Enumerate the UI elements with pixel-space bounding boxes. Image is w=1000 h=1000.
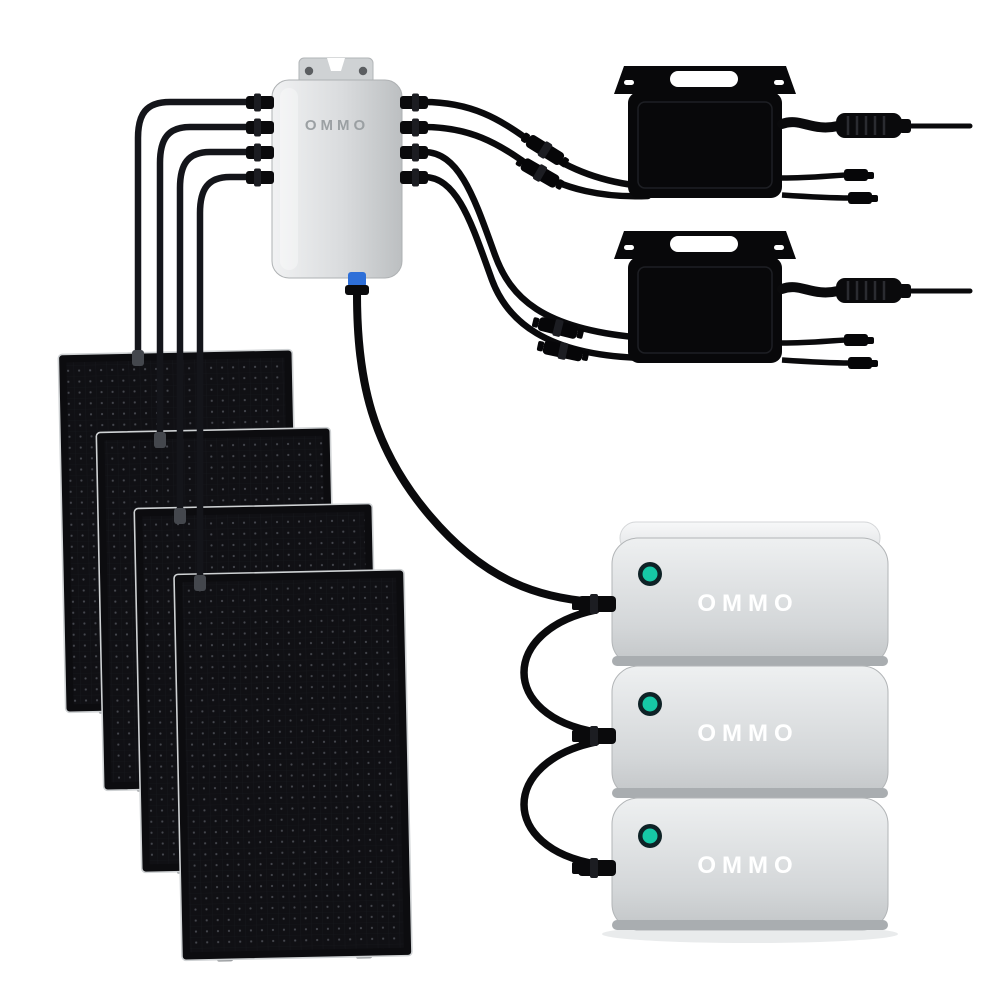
ac-cable	[777, 282, 843, 298]
branch-cable-2	[781, 357, 851, 366]
panel-cable-connectors	[132, 350, 206, 591]
battery-2-connector	[572, 726, 616, 746]
branch-cable-1	[781, 337, 847, 346]
inverter-body	[628, 257, 782, 363]
hub-battery-port-nut	[345, 285, 369, 295]
battery-1: OMMO	[611, 521, 889, 667]
barrel-tip	[899, 284, 911, 298]
handle-hole	[670, 236, 738, 252]
hub-output-connectors	[400, 93, 428, 187]
hub-battery-port-blue	[348, 272, 366, 287]
microinverter-1	[614, 66, 973, 204]
solar-panel-4	[173, 568, 413, 962]
panel-cable-2	[156, 123, 256, 446]
screw-left	[304, 66, 314, 76]
microinverter-2	[614, 231, 973, 369]
bracket-slot-right	[774, 80, 784, 85]
battery-bottom-rim	[612, 920, 888, 930]
power-button	[642, 566, 658, 582]
barrel-tip	[899, 119, 911, 133]
battery-3-connector	[572, 858, 616, 878]
hub-output-3	[400, 143, 428, 162]
battery-link-cables	[520, 606, 600, 868]
battery-input-connectors	[572, 594, 616, 878]
hub-output-2	[400, 118, 428, 137]
battery-bottom-rim	[612, 656, 888, 666]
bracket-notch	[327, 58, 345, 71]
panel-cable-3	[176, 148, 256, 522]
hub-label: OMMO	[305, 117, 369, 134]
ac-connector-barrel	[836, 278, 902, 303]
branch-cable-1	[781, 172, 847, 181]
battery-3: OMMO	[611, 797, 889, 931]
hub-output-1	[400, 93, 428, 112]
panel-cable-1	[134, 98, 256, 362]
barrel-ridges	[846, 116, 886, 135]
hub-input-connectors	[246, 93, 274, 187]
panel-cells	[182, 577, 404, 953]
battery-3-label: OMMO	[697, 852, 798, 879]
link-cable-1	[520, 606, 600, 736]
battery-2: OMMO	[611, 665, 889, 799]
branch-connectors	[844, 334, 878, 369]
hub-input-2	[246, 118, 274, 137]
hub-input-4	[246, 168, 274, 187]
bracket-slot-left	[624, 80, 634, 85]
barrel-ridges	[846, 281, 886, 300]
body-detail	[637, 266, 773, 354]
ac-connector-barrel	[836, 113, 902, 138]
branch-cable-2	[781, 192, 851, 201]
branch-connectors	[844, 169, 878, 204]
screw-right	[358, 66, 368, 76]
battery-1-label: OMMO	[697, 590, 798, 617]
battery-bottom-rim	[612, 788, 888, 798]
combiner-hub: OMMO	[246, 57, 428, 295]
battery-1-connector	[572, 594, 616, 614]
hub-to-panel-cables	[134, 98, 256, 590]
handle-hole	[670, 71, 738, 87]
link-cable-2	[520, 738, 600, 868]
hub-input-3	[246, 143, 274, 162]
hub-output-4	[400, 168, 428, 187]
battery-2-label: OMMO	[697, 720, 798, 747]
hub-to-battery-cable	[353, 290, 598, 606]
hub-input-1	[246, 93, 274, 112]
bracket-slot-left	[624, 245, 634, 250]
body-detail	[637, 101, 773, 189]
dc-cable-4	[420, 173, 649, 362]
bracket-slot-right	[774, 245, 784, 250]
mc4-couplers	[515, 132, 590, 362]
panel-cable-4	[196, 173, 256, 590]
power-button	[642, 828, 658, 844]
ac-cable	[777, 117, 843, 133]
hub-highlight	[280, 88, 298, 270]
inverter-body	[628, 92, 782, 198]
power-button	[642, 696, 658, 712]
